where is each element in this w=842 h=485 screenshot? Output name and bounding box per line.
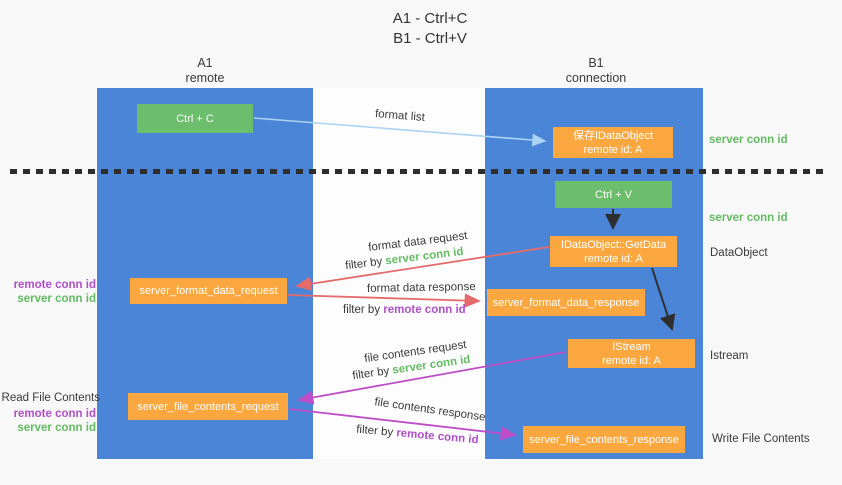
node-server-file-contents-response: server_file_contents_response — [523, 426, 685, 453]
title-line-1: A1 - Ctrl+C — [392, 10, 468, 27]
label-format-data-response: format data response — [366, 281, 476, 295]
title-line-2: B1 - Ctrl+V — [393, 30, 467, 47]
diagram-title: A1 - Ctrl+C B1 - Ctrl+V — [340, 9, 520, 49]
annotation-mid-server-conn-id: server conn id — [17, 293, 96, 305]
lane-b1-header: B1 connection — [536, 56, 656, 86]
node-istream: IStream remote id: A — [568, 339, 695, 368]
node-server-format-data-request-label: server_format_data_request — [139, 285, 278, 297]
phase-divider-dotted-line — [10, 169, 826, 174]
annotation-read-file-contents: Read File Contents — [1, 392, 100, 404]
lane-a1-subtitle: remote — [185, 71, 225, 85]
lane-a1-header: A1 remote — [145, 56, 265, 86]
lane-a1-name: A1 — [197, 56, 213, 70]
node-server-file-contents-request-label: server_file_contents_request — [137, 400, 279, 413]
node-server-format-data-request: server_format_data_request — [130, 278, 287, 304]
node-save-idataobject: 保存IDataObject remote id: A — [553, 127, 673, 158]
node-ctrl-c-label: Ctrl + C — [176, 112, 214, 125]
node-idataobject-getdata: IDataObject::GetData remote id: A — [550, 236, 677, 267]
annotation-mid-remote-conn-id: remote conn id — [13, 279, 96, 291]
node-ctrl-c: Ctrl + C — [137, 104, 253, 133]
lane-b1-name: B1 — [588, 56, 604, 70]
node-save-idataobject-line2: remote id: A — [583, 143, 643, 156]
node-server-file-contents-request: server_file_contents_request — [128, 393, 288, 420]
label-filter-by-remote-conn-id-1: filter by remote conn id — [343, 304, 466, 316]
annotation-bottom-remote-conn-id: remote conn id — [13, 408, 96, 420]
annotation-server-conn-id-mid: server conn id — [709, 212, 788, 224]
node-server-format-data-response-label: server_format_data_response — [492, 296, 640, 309]
node-getdata-line2: remote id: A — [584, 252, 643, 265]
annotation-write-file-contents: Write File Contents — [712, 433, 810, 445]
node-save-idataobject-line1: 保存IDataObject — [572, 129, 654, 142]
annotation-server-conn-id-top: server conn id — [709, 134, 788, 146]
annotation-istream: Istream — [710, 350, 749, 362]
node-istream-line2: remote id: A — [602, 354, 661, 367]
annotation-mid-left: remote conn id server conn id — [14, 278, 96, 306]
lane-b1-subtitle: connection — [565, 71, 627, 85]
node-ctrl-v: Ctrl + V — [555, 181, 672, 208]
node-server-format-data-response: server_format_data_response — [487, 289, 645, 316]
node-istream-line1: IStream — [612, 340, 651, 353]
node-getdata-line1: IDataObject::GetData — [560, 238, 667, 251]
node-ctrl-v-label: Ctrl + V — [595, 188, 632, 201]
node-server-file-contents-response-label: server_file_contents_response — [529, 433, 679, 446]
annotation-bottom-left: remote conn id server conn id — [14, 407, 96, 435]
filter-by-prefix: filter by — [343, 304, 384, 316]
filter-by-remote-conn-id: remote conn id — [383, 304, 466, 316]
annotation-dataobject: DataObject — [710, 247, 768, 259]
annotation-bottom-server-conn-id: server conn id — [17, 422, 96, 434]
